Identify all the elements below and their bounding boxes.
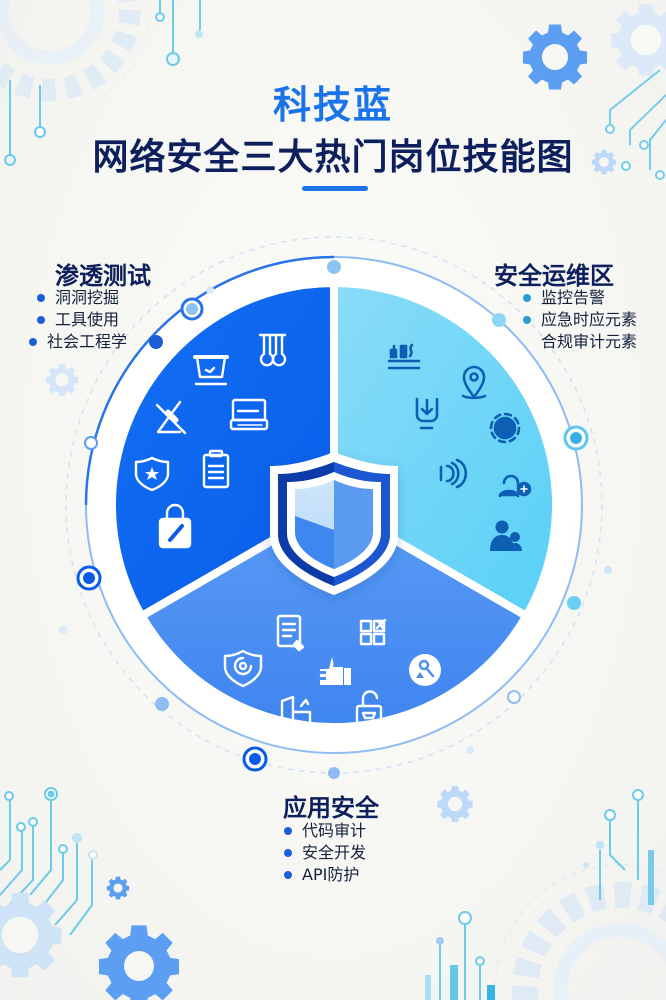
- gear-icon: [0, 0, 151, 111]
- signal-icon: [439, 458, 468, 489]
- list-item: 代码审计: [282, 820, 366, 842]
- flask-icon: [258, 333, 287, 367]
- circuit-lines-icon: [4, 0, 203, 166]
- printer-icon: [229, 398, 269, 431]
- penetration-testing-skill-list: 洞洞挖掘 工具使用 社会工程学: [29, 287, 127, 353]
- monitor-chart-icon: [193, 355, 229, 386]
- list-item: 社会工程学: [27, 331, 127, 353]
- download-device-icon: [415, 397, 439, 430]
- application-security-skill-list: 代码审计 安全开发 API防护: [282, 820, 366, 886]
- security-operations-skill-list: 监控告警 应急时应元素 合规审计元素: [521, 287, 637, 353]
- list-item: API防护: [282, 864, 366, 886]
- gear-icon: [591, 149, 617, 175]
- shield-eye-icon: [223, 649, 263, 688]
- list-item: 监控告警: [521, 287, 637, 309]
- gear-icon: [46, 363, 78, 397]
- shield-icon: [270, 452, 398, 595]
- thumbs-up-icon: [316, 657, 351, 685]
- gear-icon: [437, 786, 473, 822]
- list-item: 工具使用: [35, 309, 127, 331]
- shield-star-icon: [134, 456, 170, 492]
- section-title-application-security: 应用安全: [283, 794, 379, 822]
- title-underline: [302, 186, 368, 191]
- users-icon: [490, 520, 522, 551]
- section-title-penetration-testing: 渗透测试: [55, 262, 151, 290]
- grid-apps-icon: [359, 618, 387, 646]
- gear-icon: [523, 24, 587, 90]
- gear-icon: [610, 4, 666, 76]
- clipboard-icon: [202, 449, 230, 489]
- gear-icon: [106, 876, 130, 900]
- door-icon: [280, 695, 312, 728]
- page-title: 网络安全三大热门岗位技能图: [92, 137, 574, 178]
- list-item: 合规审计元素: [541, 332, 638, 351]
- user-lock-icon: [498, 474, 532, 498]
- subtitle: 科技蓝: [272, 83, 393, 127]
- unlock-icon: [355, 690, 383, 729]
- user-search-icon: [409, 654, 441, 686]
- document-edit-icon: [276, 614, 305, 652]
- lock-pen-icon: [158, 503, 192, 549]
- gear-icon: [99, 925, 179, 1000]
- list-item: 应急时应元素: [521, 309, 637, 331]
- gear-icon: [0, 892, 62, 978]
- tool-cross-icon: [155, 400, 187, 435]
- heat-icon: [387, 343, 421, 370]
- location-pin-icon: [461, 365, 487, 400]
- list-item: 安全开发: [282, 842, 366, 864]
- alarm-icon: [489, 412, 521, 444]
- list-item: 洞洞挖掘: [35, 287, 127, 309]
- section-title-security-operations: 安全运维区: [494, 262, 614, 290]
